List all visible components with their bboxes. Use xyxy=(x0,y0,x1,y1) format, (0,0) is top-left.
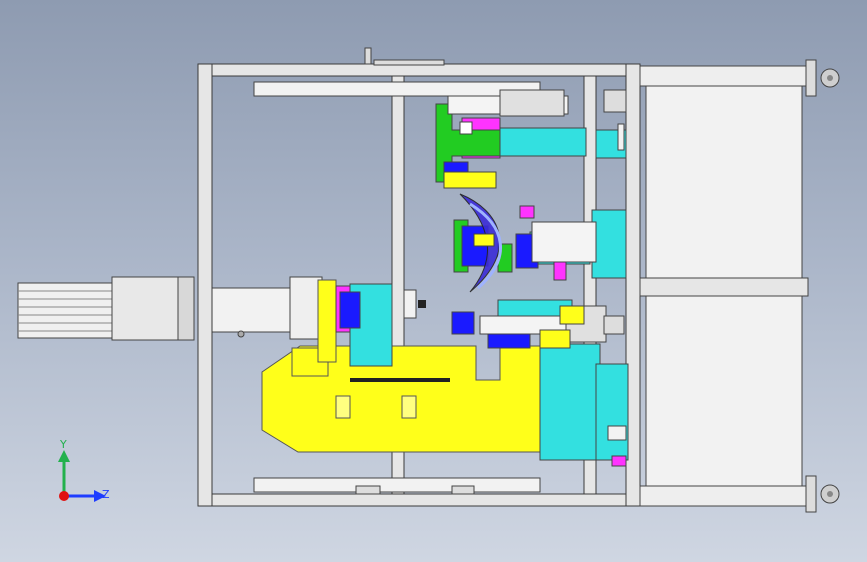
cabinet-panel-lower xyxy=(645,295,803,487)
actuator-head xyxy=(289,276,323,340)
frame-bottom-rail xyxy=(197,493,641,507)
axis-triad-icon xyxy=(58,450,106,502)
z-axis-label: Z xyxy=(102,488,110,501)
axis-triad: Y Z xyxy=(44,438,114,508)
linear-motor-assembly[interactable] xyxy=(17,276,323,341)
y-axis-label: Y xyxy=(60,438,67,451)
pneumatic-cylinders[interactable] xyxy=(447,89,627,343)
cabinet-panel-upper xyxy=(645,85,803,279)
yellow-base-block[interactable] xyxy=(261,279,541,453)
frame-left-post xyxy=(197,63,213,507)
frame-top-rail xyxy=(197,63,641,77)
bottom-rail-extension xyxy=(639,485,809,507)
actuator-rod-housing xyxy=(211,287,293,333)
main-frame[interactable] xyxy=(197,47,641,507)
yellow-small-parts[interactable] xyxy=(443,171,585,349)
top-plate xyxy=(253,81,541,97)
right-cabinet[interactable] xyxy=(639,59,840,513)
motor-finned-body xyxy=(17,282,115,339)
motor-flange-cap xyxy=(177,276,195,341)
bottom-plate xyxy=(253,477,541,493)
top-rail-extension xyxy=(639,65,809,87)
vertical-pipes[interactable] xyxy=(403,123,627,441)
